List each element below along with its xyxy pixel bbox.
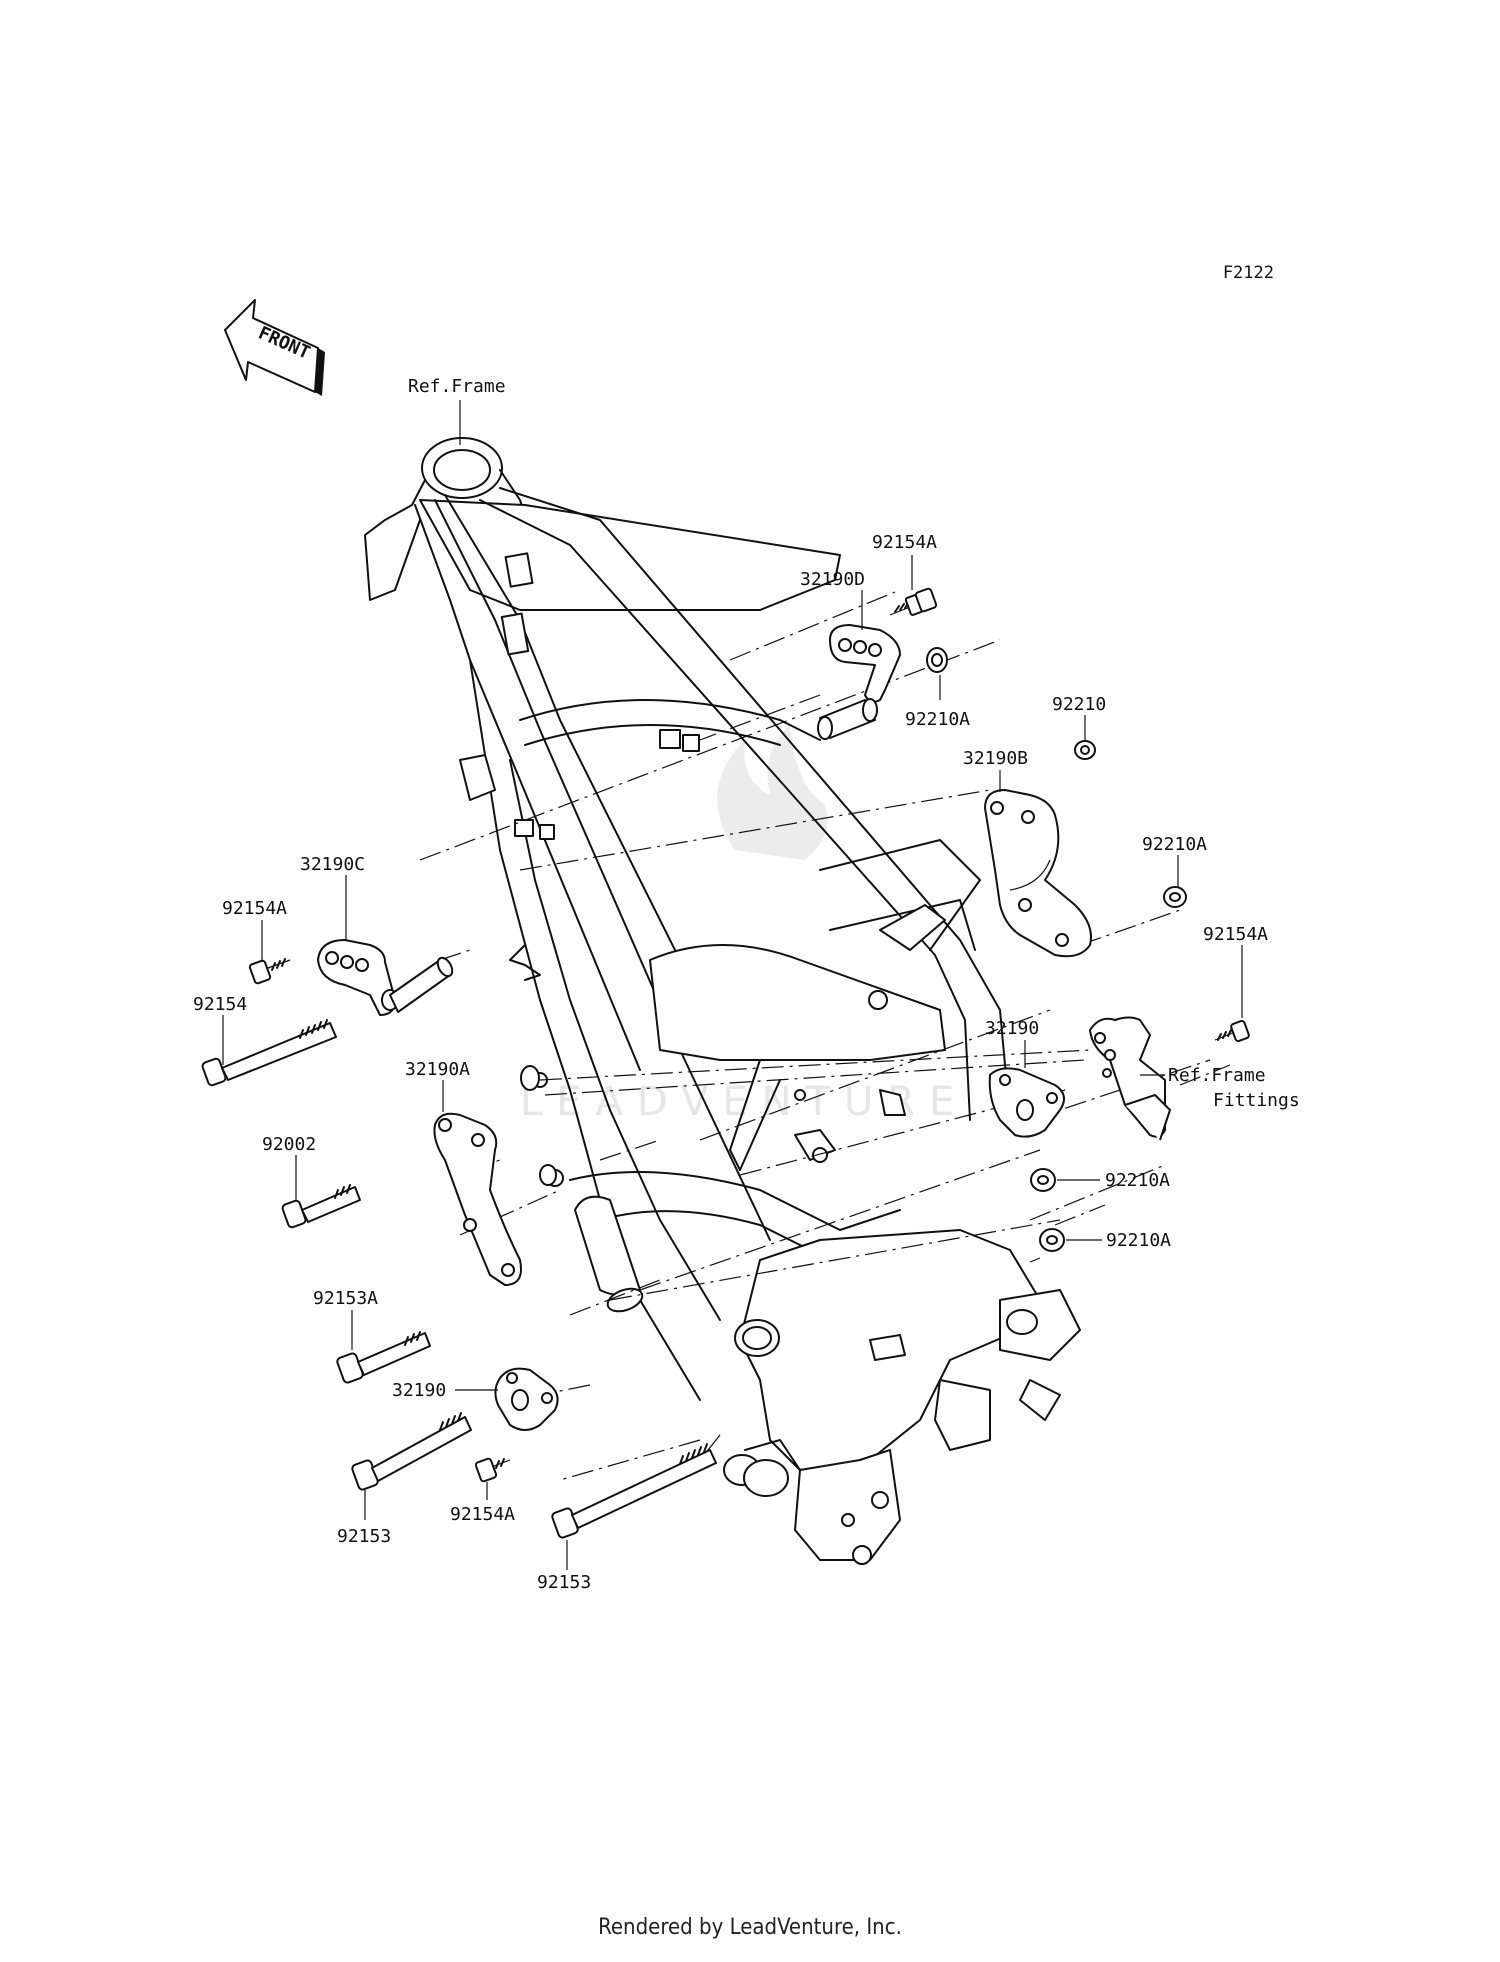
ref-frame-label: Ref.Frame [408,376,506,397]
ref-fittings-label-2: Fittings [1213,1090,1300,1111]
front-arrow-icon: FRONT [224,299,325,396]
collar-long [389,956,454,1013]
nut-92210A-mid [1030,1168,1056,1192]
callout-32190-left: 32190 [392,1380,446,1401]
bracket-32190C [317,939,399,1016]
bolt-92154A-left [248,958,291,985]
bolt-92154A-bottom [474,1457,511,1483]
bolt-92154 [201,1019,337,1087]
callout-92210: 92210 [1052,694,1106,715]
callout-32190B: 32190B [963,748,1028,769]
bolt-92153A [336,1331,431,1384]
nut-92210A-right [1163,886,1187,908]
callout-92154A-bottom: 92154A [450,1504,515,1525]
callout-92154: 92154 [193,994,247,1015]
ref-fittings-label-1: Ref.Frame [1168,1065,1266,1086]
bolt-92154A-right [1214,1019,1250,1043]
callout-32190C: 32190C [300,854,365,875]
callout-92153A: 92153A [313,1288,378,1309]
footer-credit: Rendered by LeadVenture, Inc. [598,1915,902,1940]
callout-92210A-top: 92210A [905,709,970,730]
nut-92210A-low [1039,1228,1065,1252]
collar-spacer [817,698,878,740]
watermark: LEADVENTURE [520,725,954,1125]
nut-92210A-top [926,647,948,673]
nut-92210 [1074,740,1096,760]
motorcycle-frame [364,437,1081,1565]
leader-lines [222,400,1243,1570]
bolt-92153-bottom [551,1443,717,1539]
callout-92153-bottom: 92153 [537,1572,591,1593]
callout-labels: Ref.Frame 92154A 32190D 92210A 92210 321… [193,376,1300,1593]
callout-92154A-right: 92154A [1203,924,1268,945]
callout-32190-right: 32190 [985,1018,1039,1039]
bolt-92002 [281,1184,361,1229]
bracket-32190-right [988,1067,1065,1138]
callout-32190A: 32190A [405,1059,470,1080]
callout-92154A-top: 92154A [872,532,937,553]
callout-92210A-low: 92210A [1106,1230,1171,1251]
figure-code: F2122 [1222,263,1274,283]
bracket-32190D [829,624,901,703]
collar-small [520,1065,557,1186]
bracket-32190B [984,789,1092,958]
callout-92210A-mid: 92210A [1105,1170,1170,1191]
callout-32190D: 32190D [800,569,865,590]
bracket-32190A [433,1112,522,1286]
bolt-92154A-top [889,587,938,616]
callout-92002: 92002 [262,1134,316,1155]
callout-92153-left: 92153 [337,1526,391,1547]
callout-92210A-right: 92210A [1142,834,1207,855]
callout-92154A-left: 92154A [222,898,287,919]
bracket-32190-left [494,1367,559,1431]
bolt-92153-left [351,1412,472,1491]
frame-fittings-bracket [1089,1016,1171,1141]
